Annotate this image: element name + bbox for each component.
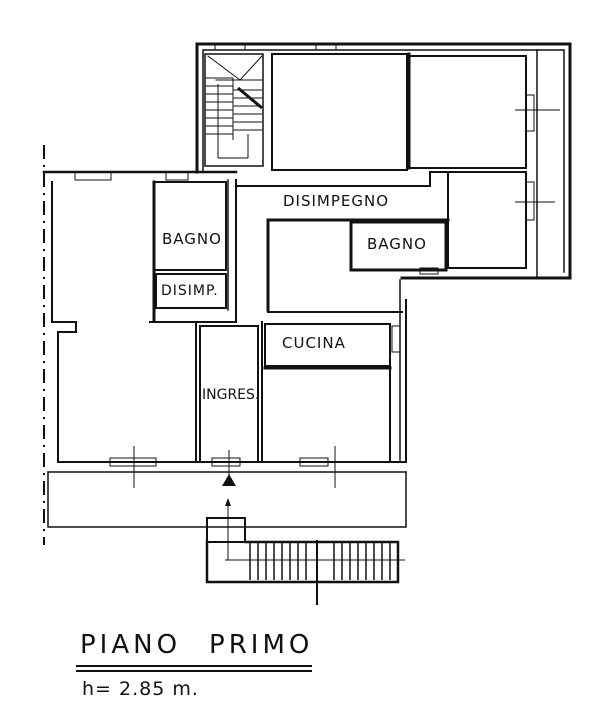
room-label-disimp: DISIMP.: [161, 283, 219, 299]
windows: [74, 43, 535, 467]
exterior-walls: [42, 42, 572, 528]
plan-title-word2: PRIMO: [209, 630, 314, 660]
section-markers: [133, 109, 560, 488]
room-label-bagno-left: BAGNO: [162, 230, 222, 248]
interior-walls: [149, 52, 527, 461]
entrance-arrow-icon: [222, 474, 236, 486]
room-label-ingres: INGRES.: [202, 387, 260, 403]
plan-title: PIANO PRIMO: [80, 632, 313, 658]
staircase-top: [204, 53, 264, 167]
plan-title-word1: PIANO: [80, 630, 182, 660]
title-underline-secondary: [76, 670, 312, 672]
ceiling-height-label: h= 2.85 m.: [82, 678, 199, 700]
room-label-cucina: CUCINA: [282, 334, 346, 352]
exterior-staircase: [205, 498, 405, 605]
room-label-bagno-right: BAGNO: [367, 235, 427, 253]
title-underline: [76, 665, 312, 667]
room-label-disimpegno: DISIMPEGNO: [283, 192, 390, 210]
